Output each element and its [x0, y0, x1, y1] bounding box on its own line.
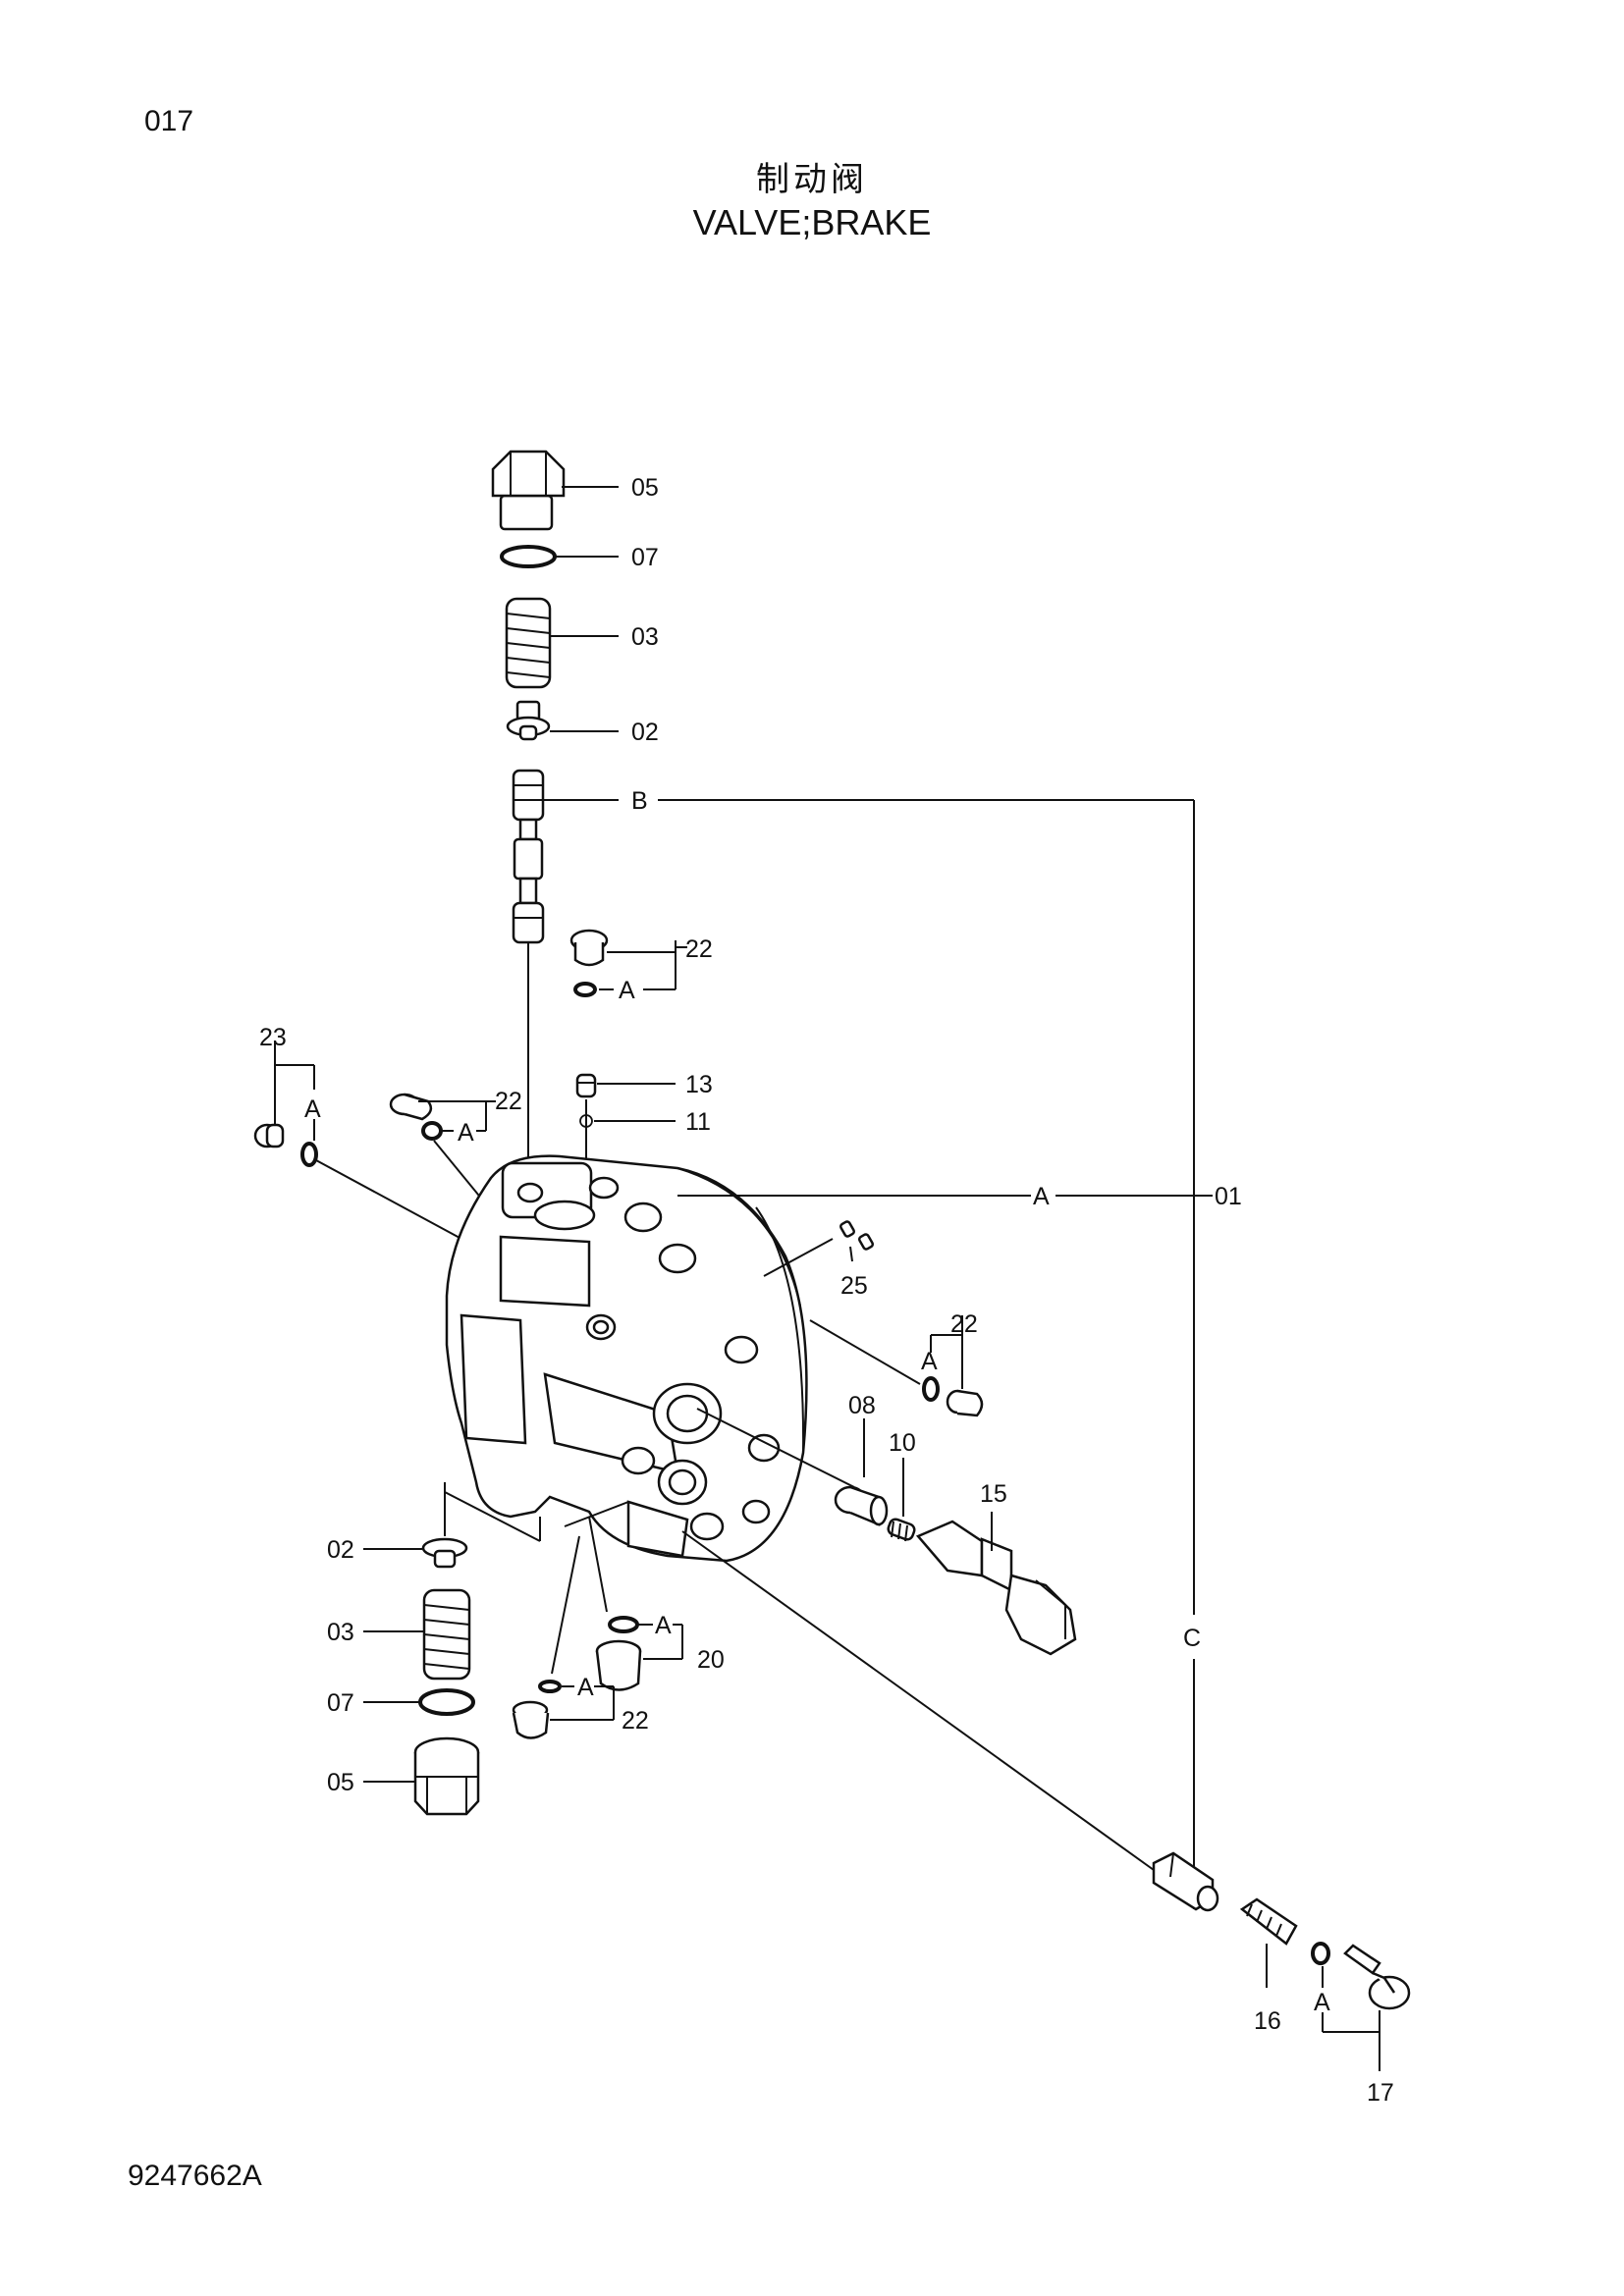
plug-17: [1343, 1944, 1411, 2010]
relief-valve-15: [915, 1520, 1077, 1656]
callout-22-d: 22: [622, 1707, 649, 1735]
callout-22-a: 22: [685, 935, 713, 963]
callout-16: 16: [1254, 2007, 1281, 2035]
valve-body: [445, 1154, 808, 1563]
title-english: VALVE;BRAKE: [692, 202, 932, 242]
spool: [512, 769, 545, 944]
o-ring-17: [1311, 1942, 1330, 1965]
o-ring-bottom: [418, 1688, 475, 1716]
plug-20: [595, 1639, 642, 1691]
spring-top: [505, 597, 552, 689]
callout-23: 23: [259, 1024, 287, 1051]
callout-17: 17: [1367, 2079, 1394, 2107]
plug-22-bottom: [512, 1700, 550, 1739]
callout-20: 20: [697, 1646, 725, 1674]
o-ring-22-right: [922, 1376, 940, 1402]
callout-22-d-A: A: [577, 1674, 594, 1701]
page-number: 017: [144, 105, 194, 137]
callout-22-a-A: A: [619, 977, 635, 1004]
plug-22-top: [569, 929, 609, 967]
callout-07-top: 07: [631, 544, 659, 571]
o-ring-22-bottom: [538, 1680, 562, 1693]
callout-B: B: [631, 787, 648, 815]
plunger: [1152, 1851, 1219, 1912]
plug-bottom: [413, 1736, 480, 1816]
callout-22-c: 22: [950, 1310, 978, 1338]
callout-20-A: A: [655, 1612, 672, 1639]
plug-22-left: [389, 1093, 433, 1121]
plug-23: [253, 1123, 285, 1148]
o-ring-22-left: [421, 1121, 443, 1141]
spring-16: [1239, 1897, 1298, 1946]
callout-02-top: 02: [631, 719, 659, 746]
callout-15: 15: [980, 1480, 1007, 1508]
title-chinese: 制动阀: [756, 160, 868, 199]
document-code: 9247662A: [128, 2160, 262, 2192]
callout-07-bottom: 07: [327, 1689, 354, 1717]
callout-22-c-A: A: [921, 1348, 938, 1375]
o-ring-20: [608, 1616, 639, 1633]
pins-25: [839, 1220, 874, 1251]
spring-10: [887, 1518, 916, 1542]
callout-23-A: A: [304, 1095, 321, 1123]
callout-05-top: 05: [631, 474, 659, 502]
poppet-top: [506, 700, 551, 741]
sleeve-08: [834, 1485, 889, 1526]
callout-25: 25: [840, 1272, 868, 1300]
callout-17-A: A: [1314, 1989, 1330, 2016]
callout-22-b-A: A: [458, 1119, 474, 1147]
callout-03-bottom: 03: [327, 1619, 354, 1646]
plug-22-right: [946, 1389, 984, 1417]
callout-13: 13: [685, 1071, 713, 1098]
callout-05-bottom: 05: [327, 1769, 354, 1796]
spring-bottom: [422, 1588, 471, 1681]
o-ring-23: [300, 1142, 318, 1167]
callout-11: 11: [685, 1108, 711, 1136]
o-ring-top: [500, 545, 557, 568]
callout-02-bottom: 02: [327, 1536, 354, 1564]
poppet-bottom: [421, 1537, 468, 1569]
callout-10: 10: [889, 1429, 916, 1457]
callout-03-top: 03: [631, 623, 659, 651]
orifice-13: [575, 1073, 597, 1098]
callout-22-b: 22: [495, 1088, 522, 1115]
callout-C: C: [1183, 1625, 1201, 1652]
o-ring-22-top: [573, 982, 597, 997]
callout-01: 01: [1215, 1183, 1242, 1210]
callout-A-main: A: [1033, 1183, 1050, 1210]
callout-08: 08: [848, 1392, 876, 1419]
plug-top: [491, 450, 566, 531]
